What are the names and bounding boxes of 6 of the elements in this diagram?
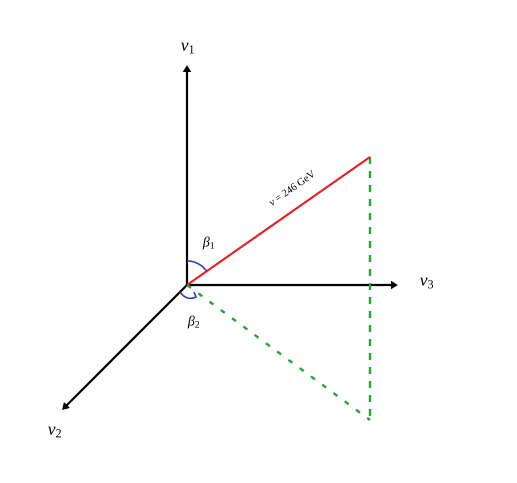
angle-label: β$_{1}$ — [202, 236, 214, 250]
angle-label: β$_{2}$ — [188, 316, 200, 328]
axis-label: v$_{3}$ — [420, 278, 434, 288]
axis-label: v$_{2}$ — [48, 426, 61, 438]
axis-label: v$_{1}$ — [181, 42, 194, 54]
vector-label: v = 246 GeV — [269, 170, 314, 206]
